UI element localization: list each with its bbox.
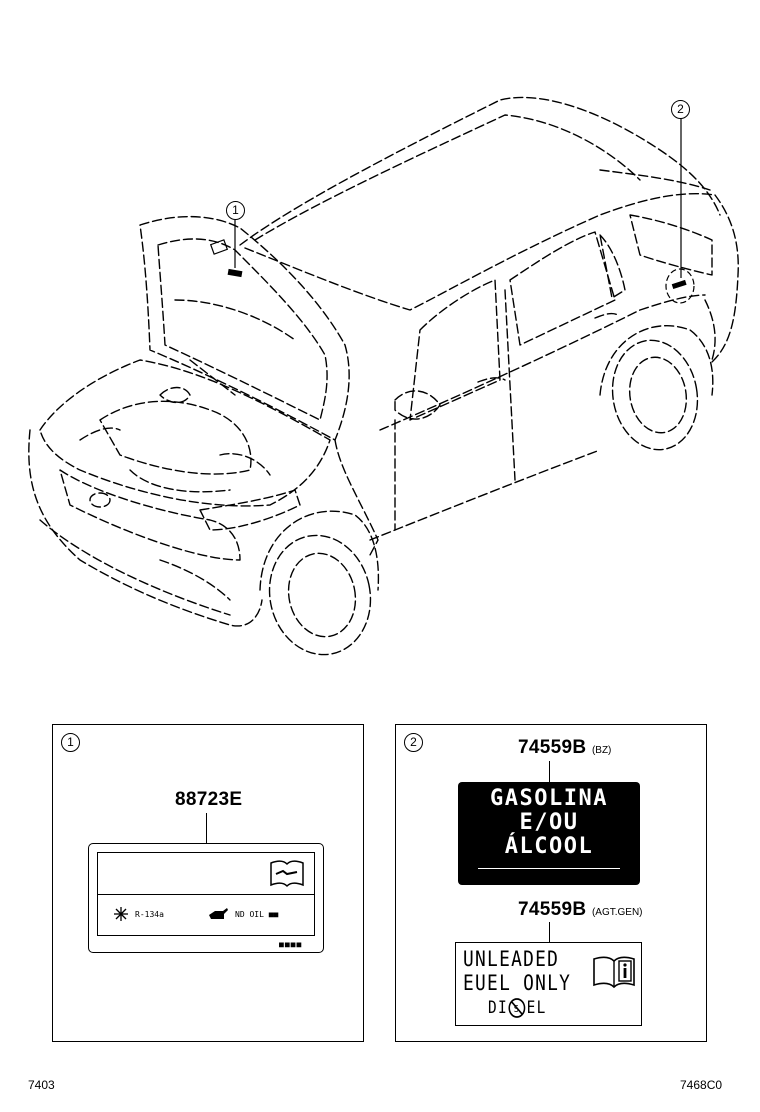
rear-wheel — [611, 339, 699, 451]
vehicle-illustration — [28, 96, 739, 656]
hood-label-mark — [227, 268, 243, 278]
part-b-number: 74559B — [518, 899, 587, 920]
hood-outline — [139, 215, 350, 441]
front-handle — [477, 377, 506, 383]
front-face — [28, 429, 263, 627]
belt-line — [379, 294, 706, 431]
hood-strut — [189, 359, 236, 396]
owners-manual-info-icon — [593, 956, 635, 989]
quarter-window — [599, 234, 626, 299]
rocker-line — [369, 449, 601, 541]
engine-part-2 — [159, 386, 191, 404]
front-wheel — [268, 534, 372, 656]
panel2-leader-b — [549, 922, 551, 942]
diesel-part-1: DI — [488, 998, 508, 1018]
front-arch — [259, 510, 380, 591]
engine-bay — [39, 359, 331, 507]
fuel-door-label-mark — [671, 279, 687, 290]
oil-can-icon — [209, 908, 228, 919]
engine-part-3 — [219, 453, 271, 476]
unleaded-line-2: EUEL ONLY — [463, 971, 572, 995]
grille — [59, 469, 241, 561]
callout-hood-number: 1 — [232, 203, 239, 217]
no-diesel-icon: S — [508, 997, 527, 1019]
bumper-lower — [39, 519, 231, 616]
panel-hood-label: 1 88723E R-134a ND OIL ■■ ■■■■ — [52, 724, 364, 1042]
callout-fuel-door: 2 — [671, 100, 690, 119]
snowflake-icon — [114, 907, 128, 921]
gasolina-line-1: GASOLINA — [490, 786, 608, 811]
footer-right-code: 7468C0 — [680, 1078, 723, 1092]
rear-handle — [594, 312, 619, 319]
service-manual-icon — [270, 860, 304, 888]
callout-fuel-door-number: 2 — [677, 102, 684, 116]
rear-body — [711, 194, 739, 363]
door-split-1 — [504, 289, 516, 481]
unleaded-fuel-label: UNLEADED EUEL ONLY DI S EL — [455, 942, 642, 1026]
ac-label-divider — [97, 894, 315, 895]
footer-left-code: 7403 — [28, 1078, 55, 1092]
front-window — [409, 279, 501, 421]
emblem — [89, 492, 111, 508]
gasolina-rule — [478, 868, 620, 869]
panel1-index: 1 — [61, 733, 80, 752]
front-fender — [334, 439, 379, 556]
headlamp — [199, 489, 301, 531]
engine-cover — [99, 400, 252, 475]
gasolina-line-3: ÁLCOOL — [504, 834, 594, 859]
part-number-88723e: 88723E — [175, 789, 243, 810]
ac-label-footer: ■■■■ — [279, 940, 303, 949]
engine-part-4 — [129, 469, 231, 493]
unleaded-line-1: UNLEADED — [463, 947, 560, 971]
panel2-index: 2 — [404, 733, 423, 752]
fuel-door-outline — [665, 268, 695, 304]
rear-wheel-inner — [628, 356, 688, 434]
panel1-leader — [206, 813, 208, 843]
part-b-note: (AGT.GEN) — [591, 907, 643, 918]
part-number-74559b-agt: 74559B (AGT.GEN) — [518, 899, 643, 921]
part-number-74559b-bz: 74559B (BZ) — [518, 737, 611, 759]
engine-part-1 — [79, 427, 121, 441]
ac-caution-label: R-134a ND OIL ■■ ■■■■ — [88, 843, 324, 953]
roof-inner — [254, 114, 641, 241]
part-a-note: (BZ) — [591, 745, 612, 756]
rear-bumper — [704, 299, 716, 361]
diesel-line: DI S EL — [488, 996, 547, 1020]
svg-text:S: S — [514, 1003, 520, 1015]
refrigerant-text: R-134a — [135, 910, 164, 919]
hood-sticker-outline — [209, 239, 229, 255]
panel-fuel-labels: 2 74559B (BZ) GASOLINA E/OU ÁLCOOL 74559… — [395, 724, 707, 1042]
oil-text-main: ND OIL — [235, 910, 264, 919]
panel2-leader-a — [549, 761, 551, 783]
oil-text: ND OIL ■■ — [235, 910, 278, 919]
front-wheel-inner — [287, 552, 357, 638]
oil-text-suffix: ■■ — [268, 910, 279, 919]
hood-panel-line — [174, 299, 296, 341]
roof-outline — [239, 96, 721, 246]
callout-hood: 1 — [226, 201, 245, 220]
rear-lamp — [629, 214, 713, 276]
mirror — [394, 390, 441, 420]
diesel-part-2: EL — [526, 998, 547, 1018]
part-a-number: 74559B — [518, 737, 587, 758]
panel2-index-number: 2 — [410, 735, 417, 749]
gasolina-line-2: E/OU — [519, 810, 579, 835]
panel1-index-number: 1 — [67, 735, 74, 749]
gasolina-label: GASOLINA E/OU ÁLCOOL — [458, 782, 640, 885]
windshield-line — [244, 193, 716, 311]
fog-area — [159, 559, 231, 601]
rear-window — [509, 231, 616, 346]
rear-roof-edge — [599, 169, 711, 191]
rear-arch — [599, 325, 714, 396]
